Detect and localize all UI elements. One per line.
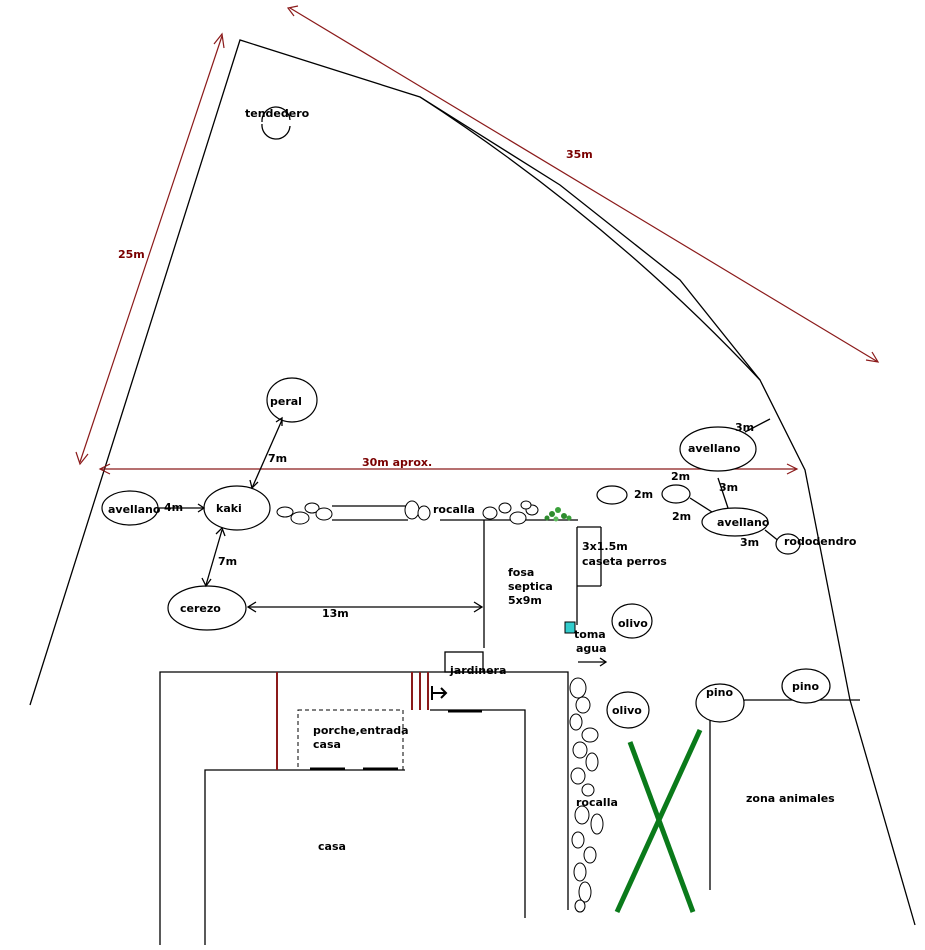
dim-3m-c: 3m (740, 536, 759, 549)
tree-distance-arrows (158, 416, 484, 613)
pino-right-label: pino (792, 680, 819, 693)
pino-left-tree (695, 683, 745, 723)
toma-label-2: agua (576, 642, 607, 655)
small-tree-a (596, 485, 628, 505)
tendedero-label: tendedero (245, 107, 310, 120)
dim-avellano-kaki: 4m (164, 501, 183, 514)
rocalla-top-rocks (276, 500, 578, 525)
olivo-top-tree (611, 603, 653, 639)
dim-2m-b: 2m (671, 470, 690, 483)
green-cross-mark (614, 728, 703, 914)
dim-cerezo-fosa: 13m (322, 607, 349, 620)
shrub-icon (544, 507, 572, 522)
dim-3m-b: 3m (719, 481, 738, 494)
dim-diagonal: 35m (566, 148, 593, 161)
avellano-right-top-label: avellano (688, 442, 741, 455)
water-tap-icon (564, 621, 576, 634)
cerezo-tree (167, 585, 247, 631)
dim-kaki-cerezo: 7m (218, 555, 237, 568)
zona-animales-label: zona animales (746, 792, 835, 805)
pino-left-label: pino (706, 686, 733, 699)
jardinera-label: jardinera (449, 664, 506, 677)
toma-label-1: toma (574, 628, 606, 641)
dim-3m-a: 3m (735, 421, 754, 434)
peral-tree (266, 377, 318, 423)
rocalla-top-label: rocalla (433, 503, 475, 516)
house-walls (159, 671, 569, 945)
fosa-label-3: 5x9m (508, 594, 542, 607)
dim-2m-c: 2m (672, 510, 691, 523)
septic-tank-outline (483, 520, 602, 648)
rocalla-right-label: rocalla (576, 796, 618, 809)
avellano-right-mid-label: avellano (717, 516, 770, 529)
door-arrow-icon (431, 686, 448, 700)
rododendro-label: rododendro (784, 535, 857, 548)
dim-kaki-peral: 7m (268, 452, 287, 465)
dim-width: 30m aprox. (362, 456, 432, 469)
avellano-left-label: avellano (108, 503, 161, 516)
dim-left-side: 25m (118, 248, 145, 261)
fosa-label-2: septica (508, 580, 553, 593)
pino-right-tree (781, 668, 831, 704)
cerezo-label: cerezo (180, 602, 221, 615)
small-tree-b (661, 484, 691, 504)
fosa-label-1: fosa (508, 566, 534, 579)
rocalla-right-rocks (569, 677, 604, 913)
plot-boundary (29, 39, 916, 926)
casa-label: casa (318, 840, 346, 853)
olivo-bottom-tree (606, 691, 650, 729)
porche-label-2: casa (313, 738, 341, 751)
peral-label: peral (270, 395, 302, 408)
dim-2m-a: 2m (634, 488, 653, 501)
avellano-right-mid-tree (701, 507, 769, 537)
kaki-label: kaki (216, 502, 242, 515)
rododendro-shrub (775, 533, 801, 555)
caseta-label-2: caseta perros (582, 555, 667, 568)
porche-label-1: porche,entrada (313, 724, 409, 737)
olivo-top-label: olivo (618, 617, 648, 630)
clothesline-icon (261, 106, 291, 140)
caseta-label-1: 3x1.5m (582, 540, 628, 553)
avellano-right-top-tree (679, 426, 757, 472)
olivo-bottom-label: olivo (612, 704, 642, 717)
dimension-lines (75, 5, 880, 475)
